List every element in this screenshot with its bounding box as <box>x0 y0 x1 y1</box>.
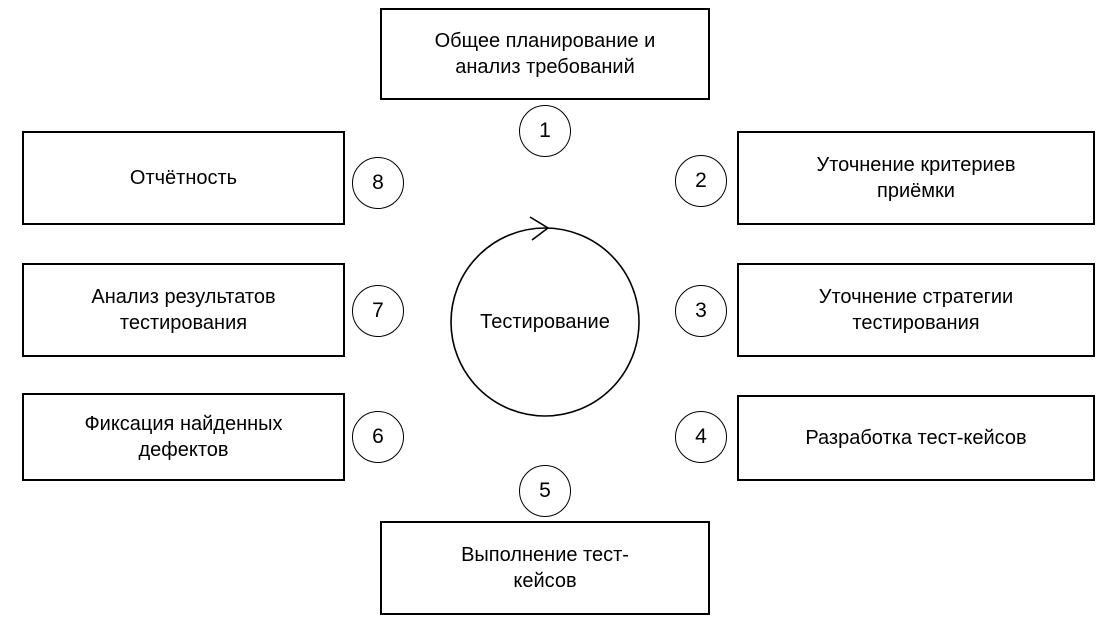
step-number-4: 4 <box>695 425 707 448</box>
step-box-2: Уточнение критериев приёмки <box>737 131 1095 225</box>
step-box-6: Фиксация найденных дефектов <box>22 393 345 481</box>
step-number-6: 6 <box>372 425 384 448</box>
step-label-3: Уточнение стратегии тестирования <box>818 286 1014 334</box>
step-number-badge-1: 1 <box>519 105 571 157</box>
step-label-8: Отчётность <box>129 167 238 189</box>
step-number-5: 5 <box>539 479 551 502</box>
step-box-3: Уточнение стратегии тестирования <box>737 263 1095 357</box>
step-label-4: Разработка тест-кейсов <box>805 427 1027 449</box>
step-number-badge-7: 7 <box>352 285 404 337</box>
cycle-arrow-circle-icon <box>450 216 640 417</box>
step-number-7: 7 <box>372 299 384 322</box>
step-number-8: 8 <box>372 171 384 194</box>
step-label-1: Общее планирование и анализ требований <box>434 30 656 78</box>
step-box-8: Отчётность <box>22 131 345 225</box>
step-number-badge-2: 2 <box>675 155 727 207</box>
step-label-6: Фиксация найденных дефектов <box>84 413 283 461</box>
step-number-badge-4: 4 <box>675 411 727 463</box>
step-number-badge-5: 5 <box>519 465 571 517</box>
step-number-badge-6: 6 <box>352 411 404 463</box>
step-number-badge-8: 8 <box>352 157 404 209</box>
step-number-2: 2 <box>695 169 707 192</box>
step-box-7: Анализ результатов тестирования <box>22 263 345 357</box>
step-box-1: Общее планирование и анализ требований <box>380 8 710 100</box>
step-label-2: Уточнение критериев приёмки <box>816 154 1016 202</box>
step-number-badge-3: 3 <box>675 285 727 337</box>
step-box-4: Разработка тест-кейсов <box>737 395 1095 481</box>
step-label-5: Выполнение тест-кейсов <box>461 544 629 592</box>
center-label: Тестирование <box>480 311 610 333</box>
step-box-5: Выполнение тест-кейсов <box>380 521 710 615</box>
step-number-3: 3 <box>695 299 707 322</box>
step-number-1: 1 <box>539 119 551 142</box>
step-label-7: Анализ результатов тестирования <box>91 286 276 334</box>
